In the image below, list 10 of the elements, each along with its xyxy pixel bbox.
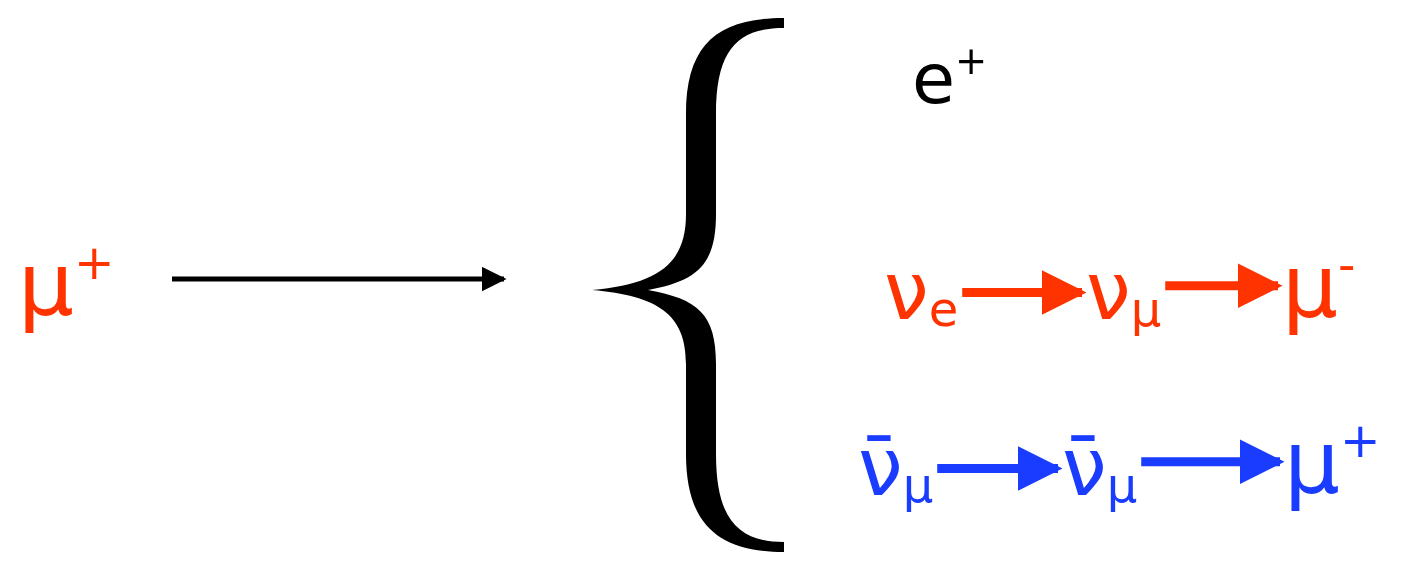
arrow xyxy=(962,270,1087,316)
arrow xyxy=(172,266,507,292)
arrow xyxy=(1165,263,1283,309)
particle-symbol: ν$_{e}$ xyxy=(884,252,959,334)
arrow xyxy=(1141,439,1285,485)
particle-symbol: ν$_{μ}$ xyxy=(1086,252,1162,334)
particle-symbol: ν̄$_{μ}$ xyxy=(1062,428,1138,510)
particle-symbol: ν̄$_{μ}$ xyxy=(858,428,934,510)
arrow xyxy=(937,446,1063,492)
particle-symbol: e$^{+}$ xyxy=(912,42,988,114)
